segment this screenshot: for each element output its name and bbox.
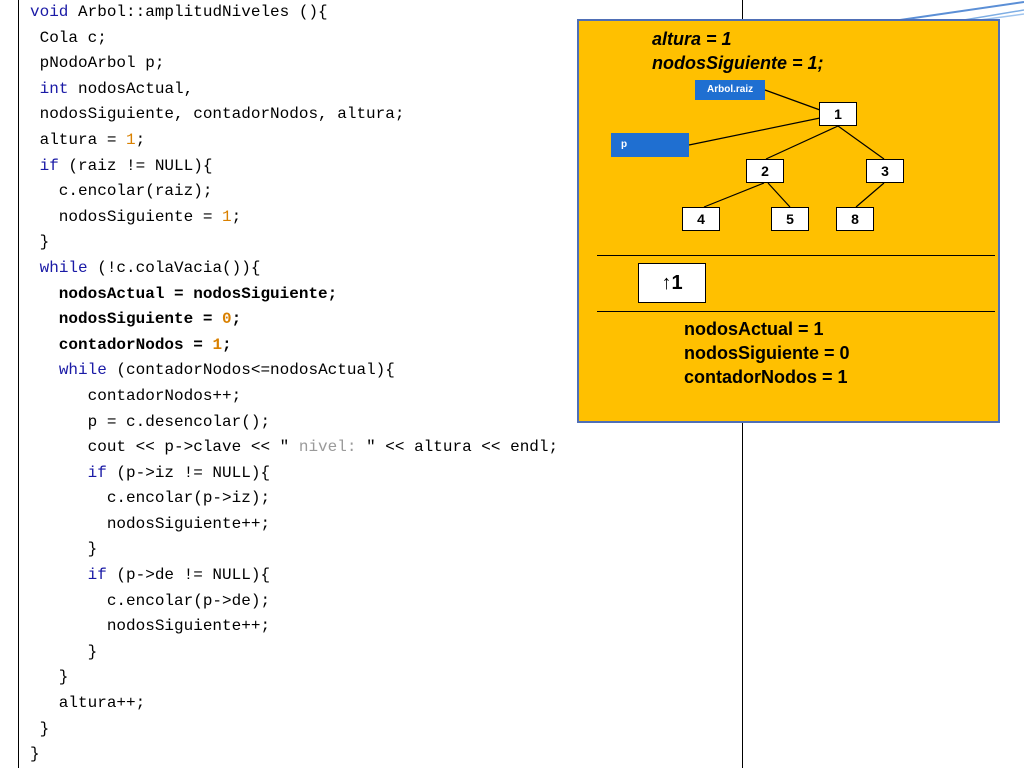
code-token: 1 [126, 130, 136, 149]
code-line: if (p->iz != NULL){ [30, 461, 558, 487]
code-token: altura++; [30, 694, 146, 713]
code-token: (raiz != NULL){ [58, 156, 213, 175]
code-token: } [30, 233, 50, 252]
code-token: (p->de != NULL){ [106, 566, 271, 585]
code-token: } [30, 668, 69, 687]
state-nodos-actual: nodosActual = 1 [684, 319, 824, 339]
tree-node: 4 [682, 207, 720, 231]
code-token: contadorNodos++; [30, 386, 242, 405]
code-token: int [39, 79, 69, 98]
state-contador-nodos: contadorNodos = 1 [684, 367, 848, 387]
code-line: } [30, 640, 558, 666]
code-token: if [39, 156, 59, 175]
code-token: nodosSiguiente, contadorNodos, altura; [30, 105, 405, 124]
code-token: nodosActual = nodosSiguiente; [30, 284, 338, 303]
tree-node: 8 [836, 207, 874, 231]
code-token: while [39, 258, 88, 277]
code-line: } [30, 665, 558, 691]
code-token: contadorNodos = [30, 335, 213, 354]
code-line: } [30, 742, 558, 768]
code-token: void [30, 3, 79, 21]
code-token: 1 [212, 335, 223, 354]
queue-cell: ↑1 [638, 263, 706, 303]
code-line: } [30, 537, 558, 563]
code-token: while [58, 361, 107, 380]
header-altura: altura = 1 [652, 29, 732, 49]
left-border-line [18, 0, 19, 768]
code-line: contadorNodos++; [30, 384, 558, 410]
code-line: cout << p->clave << " nivel: " << altura… [30, 435, 558, 461]
code-line: c.encolar(raiz); [30, 179, 558, 205]
code-line: while (!c.colaVacia()){ [30, 256, 558, 282]
state-nodos-siguiente: nodosSiguiente = 0 [684, 343, 850, 363]
arbol-raiz-label: Arbol.raiz [695, 80, 765, 100]
code-line: Cola c; [30, 26, 558, 52]
code-line: if (p->de != NULL){ [30, 563, 558, 589]
code-token: altura = [30, 130, 127, 149]
code-token: (p->iz != NULL){ [106, 463, 271, 482]
code-token: 1 [222, 207, 232, 226]
header-nodos-siguiente: nodosSiguiente = 1; [652, 53, 824, 73]
code-token: nivel: [289, 438, 367, 457]
code-token: nodosSiguiente++; [30, 514, 271, 533]
code-line: int nodosActual, [30, 77, 558, 103]
code-token: c.encolar(p->iz); [30, 489, 271, 508]
code-token: ; [222, 335, 232, 354]
code-line: nodosActual = nodosSiguiente; [30, 282, 558, 308]
code-line: nodosSiguiente++; [30, 512, 558, 538]
code-line: p = c.desencolar(); [30, 410, 558, 436]
code-line: nodosSiguiente = 1; [30, 205, 558, 231]
code-listing: void Arbol::amplitudNiveles (){ Cola c; … [30, 0, 558, 768]
queue-top-line [597, 255, 995, 256]
code-token: } [30, 719, 50, 738]
tree-node: 5 [771, 207, 809, 231]
code-token: if [87, 566, 107, 585]
code-line: c.encolar(p->de); [30, 589, 558, 615]
code-line: } [30, 717, 558, 743]
code-line: altura = 1; [30, 128, 558, 154]
code-token: pNodoArbol p; [30, 54, 165, 73]
code-line: void Arbol::amplitudNiveles (){ [30, 0, 558, 26]
code-token: Arbol::amplitudNiveles (){ [78, 3, 328, 21]
code-line: while (contadorNodos<=nodosActual){ [30, 358, 558, 384]
code-token: c.encolar(raiz); [30, 182, 213, 201]
code-token: (contadorNodos<=nodosActual){ [106, 361, 395, 380]
code-token: } [30, 642, 98, 661]
code-token: ; [135, 130, 146, 149]
queue-bottom-line [597, 311, 995, 312]
code-token: p = c.desencolar(); [30, 412, 271, 431]
code-line: c.encolar(p->iz); [30, 486, 558, 512]
code-token: nodosActual, [68, 79, 194, 98]
pointer-p-label: p [611, 133, 689, 157]
code-token: " << altura << endl; [366, 438, 559, 457]
code-line: contadorNodos = 1; [30, 333, 558, 359]
code-token: if [87, 463, 107, 482]
code-token: (!c.colaVacia()){ [87, 258, 261, 277]
code-line: nodosSiguiente, contadorNodos, altura; [30, 102, 558, 128]
tree-node: 1 [819, 102, 857, 126]
code-token: cout << p->clave << " [30, 438, 290, 457]
tree-node: 2 [746, 159, 784, 183]
code-token: c.encolar(p->de); [30, 591, 271, 610]
code-token: 0 [222, 310, 232, 329]
code-token: nodosSiguiente = [30, 310, 223, 329]
code-line: pNodoArbol p; [30, 51, 558, 77]
code-line: if (raiz != NULL){ [30, 154, 558, 180]
code-token: ; [231, 310, 242, 329]
code-line: altura++; [30, 691, 558, 717]
tree-node: 3 [866, 159, 904, 183]
code-token: } [30, 540, 98, 559]
code-token: Cola c; [30, 28, 107, 47]
code-line: nodosSiguiente = 0; [30, 307, 558, 333]
code-line: } [30, 230, 558, 256]
code-token: nodosSiguiente++; [30, 617, 271, 636]
code-token: nodosSiguiente = [30, 207, 223, 226]
code-token: } [30, 745, 40, 764]
code-token: ; [231, 207, 242, 226]
code-line: nodosSiguiente++; [30, 614, 558, 640]
